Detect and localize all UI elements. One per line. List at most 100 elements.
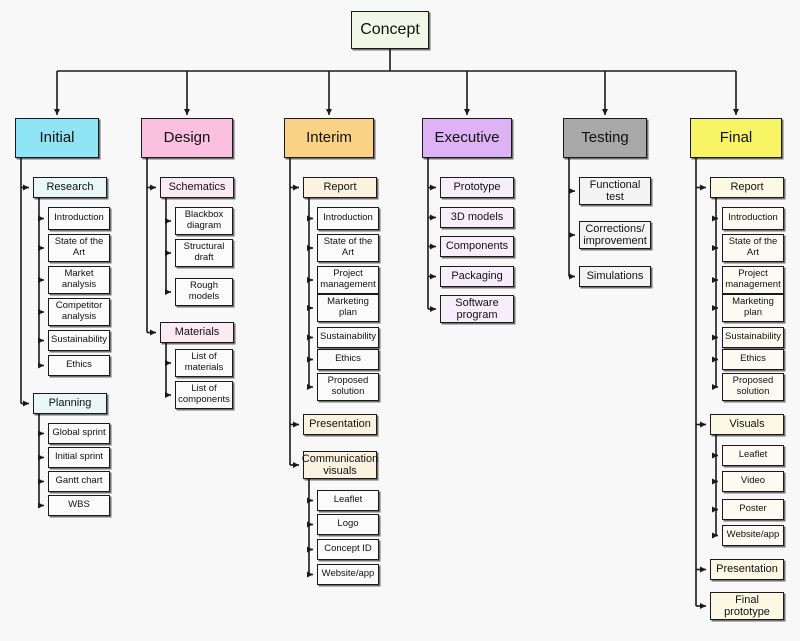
node-label: Presentation <box>716 563 778 576</box>
leaf-design-0-1[interactable]: Structural draft <box>175 239 233 267</box>
node-label: Leaflet <box>333 494 363 506</box>
node-label: Initial <box>39 128 75 146</box>
leaf-interim-0-3[interactable]: Marketing plan <box>317 294 379 322</box>
leaf-design-0-0[interactable]: Blackbox diagram <box>175 207 233 235</box>
node-label: Report <box>323 181 357 194</box>
node-label: Concept ID <box>324 543 372 555</box>
leaf-initial-0-4[interactable]: Sustainability <box>48 330 110 351</box>
leaf-final-1-0[interactable]: Leaflet <box>722 445 784 466</box>
node-label: State of the Art <box>54 236 104 258</box>
leaf-initial-0-5[interactable]: Ethics <box>48 355 110 376</box>
node-label: Poster <box>739 503 767 515</box>
node-interim-1[interactable]: Presentation <box>303 414 377 435</box>
node-final-2[interactable]: Presentation <box>710 559 784 580</box>
root-node-concept[interactable]: Concept <box>351 11 429 49</box>
leaf-interim-0-5[interactable]: Ethics <box>317 349 379 370</box>
node-design-0[interactable]: Schematics <box>160 177 234 198</box>
leaf-interim-2-0[interactable]: Leaflet <box>317 490 379 511</box>
leaf-initial-0-2[interactable]: Market analysis <box>48 266 110 294</box>
node-interim-2[interactable]: Communication visuals <box>302 451 378 479</box>
leaf-final-1-2[interactable]: Poster <box>722 499 784 520</box>
leaf-final-1-3[interactable]: Website/app <box>722 525 784 546</box>
leaf-interim-2-1[interactable]: Logo <box>317 514 379 535</box>
leaf-interim-2-2[interactable]: Concept ID <box>317 539 379 560</box>
leaf-final-0-0[interactable]: Introduction <box>722 207 784 230</box>
node-label: Planning <box>48 397 92 410</box>
node-initial-1[interactable]: Planning <box>33 393 107 414</box>
leaf-initial-0-0[interactable]: Introduction <box>48 207 110 230</box>
node-design-1[interactable]: Materials <box>160 322 234 343</box>
node-label: Interim <box>306 128 352 146</box>
node-label: Blackbox diagram <box>184 209 224 231</box>
node-interim-0[interactable]: Report <box>303 177 377 198</box>
node-initial-0[interactable]: Research <box>33 177 107 198</box>
leaf-initial-1-1[interactable]: Initial sprint <box>48 447 110 468</box>
branch-header-final[interactable]: Final <box>690 118 782 158</box>
node-label: State of the Art <box>728 236 778 258</box>
node-label: Marketing plan <box>327 296 369 318</box>
node-label: Sustainability <box>51 334 107 346</box>
node-label: Packaging <box>451 270 503 283</box>
leaf-design-0-2[interactable]: Rough models <box>175 278 233 306</box>
leaf-final-0-6[interactable]: Proposed solution <box>722 373 784 401</box>
leaf-final-0-1[interactable]: State of the Art <box>722 234 784 262</box>
leaf-initial-1-2[interactable]: Gantt chart <box>48 471 110 492</box>
leaf-final-0-3[interactable]: Marketing plan <box>722 294 784 322</box>
leaf-interim-0-1[interactable]: State of the Art <box>317 234 379 262</box>
node-label: Components <box>445 240 509 253</box>
node-label: Gantt chart <box>55 475 103 487</box>
node-label: Software program <box>455 296 499 321</box>
leaf-initial-1-0[interactable]: Global sprint <box>48 423 110 444</box>
leaf-design-1-0[interactable]: List of materials <box>175 349 233 377</box>
node-label: Sustainability <box>320 331 376 343</box>
node-label: Logo <box>337 518 359 530</box>
leaf-interim-0-6[interactable]: Proposed solution <box>317 373 379 401</box>
node-label: Website/app <box>321 568 375 580</box>
node-label: Sustainability <box>725 331 781 343</box>
node-testing-2[interactable]: Simulations <box>579 266 651 287</box>
node-executive-4[interactable]: Software program <box>440 295 514 323</box>
node-executive-1[interactable]: 3D models <box>440 207 514 228</box>
leaf-initial-0-1[interactable]: State of the Art <box>48 234 110 262</box>
node-executive-0[interactable]: Prototype <box>440 177 514 198</box>
node-label: Schematics <box>168 181 226 194</box>
leaf-interim-0-0[interactable]: Introduction <box>317 207 379 230</box>
branch-header-executive[interactable]: Executive <box>422 118 512 158</box>
branch-header-interim[interactable]: Interim <box>284 118 374 158</box>
node-final-1[interactable]: Visuals <box>710 414 784 435</box>
node-final-0[interactable]: Report <box>710 177 784 198</box>
leaf-interim-2-3[interactable]: Website/app <box>317 564 379 585</box>
node-executive-3[interactable]: Packaging <box>440 266 514 287</box>
node-label: Leaflet <box>738 449 768 461</box>
leaf-initial-0-3[interactable]: Competitor analysis <box>48 298 110 326</box>
node-testing-1[interactable]: Corrections/ improvement <box>579 221 651 249</box>
node-label: Introduction <box>728 212 778 224</box>
node-label: Rough models <box>188 280 220 302</box>
leaf-final-0-2[interactable]: Project management <box>722 266 784 294</box>
node-final-3[interactable]: Final prototype <box>710 592 784 620</box>
node-label: Competitor analysis <box>55 300 103 322</box>
node-label: Introduction <box>54 212 104 224</box>
leaf-final-1-1[interactable]: Video <box>722 471 784 492</box>
leaf-initial-1-3[interactable]: WBS <box>48 495 110 516</box>
node-label: Global sprint <box>52 427 106 439</box>
node-label: Proposed solution <box>732 375 774 397</box>
node-testing-0[interactable]: Functional test <box>579 177 651 205</box>
leaf-design-1-1[interactable]: List of components <box>175 381 233 409</box>
node-label: Project management <box>320 268 376 290</box>
node-label: Initial sprint <box>54 451 104 463</box>
leaf-final-0-4[interactable]: Sustainability <box>722 327 784 348</box>
leaf-final-0-5[interactable]: Ethics <box>722 349 784 370</box>
node-label: List of components <box>178 383 230 405</box>
node-label: Final <box>719 128 753 146</box>
node-executive-2[interactable]: Components <box>440 236 514 257</box>
leaf-interim-0-2[interactable]: Project management <box>317 266 379 294</box>
leaf-interim-0-4[interactable]: Sustainability <box>317 327 379 348</box>
node-label: Report <box>730 181 764 194</box>
node-label: Proposed solution <box>327 375 369 397</box>
branch-header-initial[interactable]: Initial <box>15 118 99 158</box>
node-label: State of the Art <box>323 236 373 258</box>
branch-header-design[interactable]: Design <box>141 118 233 158</box>
branch-header-testing[interactable]: Testing <box>563 118 647 158</box>
